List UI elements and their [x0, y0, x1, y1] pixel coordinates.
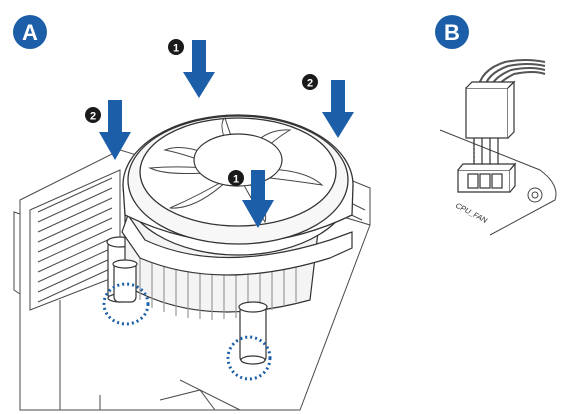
- step-badge-center-top: 1: [168, 39, 184, 55]
- panel-a: 1 1 2 2 A: [13, 15, 371, 411]
- push-pin-front-right: [238, 301, 268, 365]
- step-badge-center-fan: 1: [228, 170, 244, 186]
- panel-b-label: B: [444, 20, 460, 45]
- fan-cable-plug: [465, 80, 516, 139]
- panel-b: CPU_FAN B: [435, 15, 557, 236]
- panel-a-badge: A: [13, 15, 47, 49]
- motherboard: [13, 149, 371, 411]
- board-corner: [439, 129, 557, 236]
- step-number: 2: [90, 111, 96, 123]
- connector-label: CPU_FAN: [454, 201, 489, 225]
- arrow-center-top: [183, 40, 215, 98]
- cpu-fan-header: [457, 162, 517, 193]
- mounting-bracket: [121, 213, 353, 276]
- step-number: 1: [173, 43, 179, 55]
- arrow-right: [322, 80, 354, 138]
- arrow-left: [99, 100, 131, 160]
- step-number: 1: [233, 174, 239, 186]
- panel-a-label: A: [22, 20, 38, 45]
- panel-b-badge: B: [435, 15, 469, 49]
- arrow-center-fan: [242, 170, 274, 228]
- pin-highlight-left: [102, 282, 150, 326]
- step-number: 2: [307, 78, 313, 90]
- step-badge-right: 2: [302, 74, 318, 90]
- push-pin-front-left: [112, 259, 138, 303]
- pin-highlight-right: [226, 335, 272, 381]
- step-badge-left: 2: [85, 107, 101, 123]
- vrm-heatsink: [29, 169, 121, 311]
